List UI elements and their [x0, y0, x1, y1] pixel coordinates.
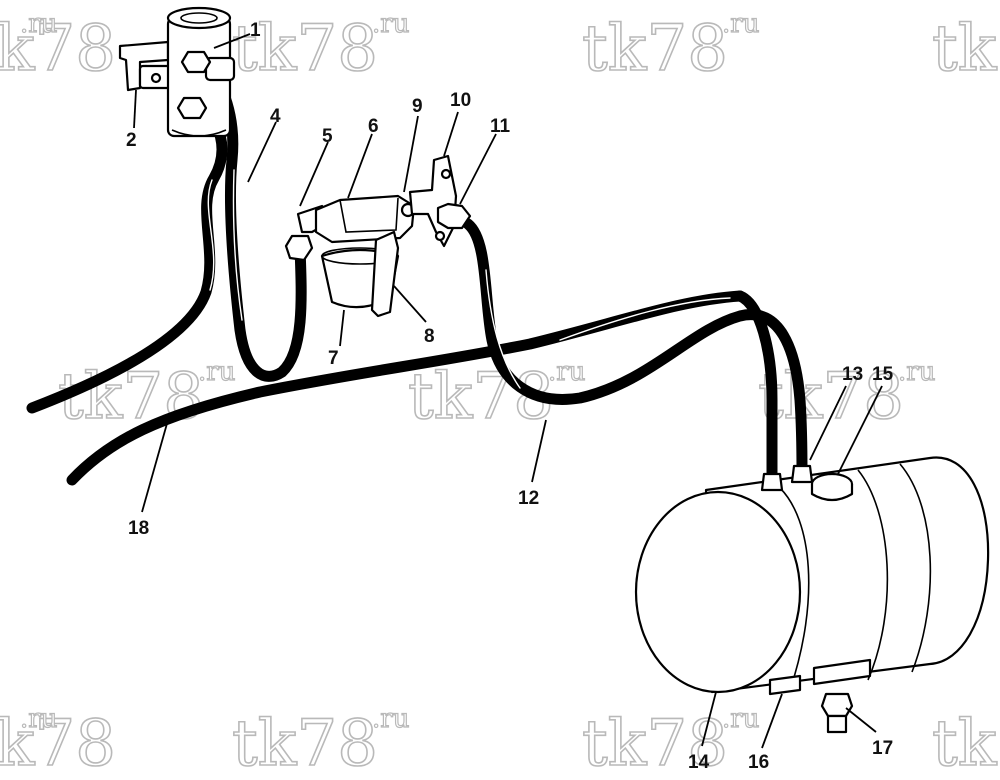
callout-18: 18	[128, 518, 149, 539]
filter-head	[314, 194, 416, 244]
leader-7	[339, 309, 345, 347]
hose-highlight	[207, 179, 215, 291]
watermark-suffix: .ru	[372, 9, 409, 39]
watermark-text: tk78	[0, 707, 116, 780]
fuel-line-pump-outlet	[26, 102, 228, 414]
pump-bottom-edge	[171, 129, 227, 137]
leader-4	[247, 121, 277, 183]
callout-labels: 1 2 4 5 6 7 8 9 10 11 12 13 15 14 16 17 …	[126, 20, 894, 773]
watermark-suffix: .ru	[20, 704, 57, 734]
callout-16: 16	[748, 752, 769, 773]
hose-highlight	[485, 269, 521, 389]
leader-18	[141, 419, 169, 513]
leader-15	[837, 385, 883, 475]
watermark-text: tk78	[582, 707, 728, 780]
watermark-text: tk78	[582, 12, 728, 86]
tank-fitting	[790, 464, 814, 484]
watermark-text: tk78	[932, 707, 1000, 780]
watermark-text: tk78	[232, 707, 378, 780]
fuel-line-12	[462, 218, 808, 478]
fuel-line-4	[198, 60, 307, 382]
hose-highlight	[559, 297, 731, 341]
watermark-text: tk78	[758, 360, 904, 434]
callout-14: 14	[688, 752, 710, 773]
pump-top-inner	[180, 12, 218, 24]
callout-7: 7	[328, 348, 339, 369]
callout-10: 10	[450, 90, 471, 111]
watermark-text: tk78	[932, 12, 1000, 86]
tank-fitting	[760, 472, 784, 492]
watermark-suffix: .ru	[20, 9, 57, 39]
tank-strap	[779, 487, 810, 691]
fuel-pump-assembly	[118, 6, 236, 138]
pump-inlet-fitting	[180, 50, 212, 74]
leader-lines	[133, 33, 883, 749]
tank-filler-cap-side	[810, 484, 854, 502]
callout-6: 6	[368, 116, 379, 137]
leader-1	[213, 33, 251, 49]
leader-5	[299, 141, 329, 207]
leader-10	[443, 111, 459, 157]
leader-9	[403, 115, 419, 193]
watermark-suffix: .ru	[898, 357, 935, 387]
filter-bracket	[408, 154, 458, 248]
leader-2	[133, 89, 137, 129]
callout-13: 13	[842, 364, 863, 385]
leader-16	[761, 693, 783, 749]
drain-plug-thread	[826, 714, 848, 734]
fuel-line-18	[66, 290, 746, 486]
watermark-suffix: .ru	[198, 357, 235, 387]
watermark-text: tk78	[0, 12, 116, 86]
callout-5: 5	[322, 126, 333, 147]
tank-bracket	[812, 658, 872, 686]
watermark-suffix: .ru	[548, 357, 585, 387]
pump-outlet-fitting	[176, 96, 208, 120]
mount-bolt	[150, 72, 162, 84]
callout-17: 17	[872, 738, 893, 759]
fuel-filter-assembly	[284, 154, 472, 318]
leader-14	[701, 691, 717, 747]
callout-8: 8	[424, 326, 435, 347]
callout-11: 11	[490, 116, 511, 137]
leader-8	[393, 285, 427, 323]
tank-drain-plug	[820, 692, 854, 718]
fuel-lines	[26, 60, 808, 486]
bracket-hole	[440, 168, 452, 180]
hose-highlight	[232, 169, 243, 321]
leader-11	[459, 133, 497, 205]
watermark-suffix: .ru	[722, 704, 759, 734]
callout-4: 4	[270, 106, 281, 127]
tank-seam	[899, 463, 932, 673]
callout-12: 12	[518, 488, 539, 509]
watermark-text: tk78	[58, 360, 204, 434]
fuel-tank-end-cap	[634, 490, 802, 694]
watermark-suffix: .ru	[722, 9, 759, 39]
filter-bail	[370, 230, 400, 318]
watermark-layer: tk78 .ru tk78 .ru tk78 .ru tk78 tk78 .ru…	[0, 8, 1000, 780]
fuel-line-tank-feed	[734, 290, 778, 484]
tank-mount-foot	[768, 674, 802, 696]
callout-15: 15	[872, 364, 894, 385]
leader-12	[531, 419, 547, 483]
leader-13	[809, 385, 847, 461]
callout-9: 9	[412, 96, 423, 117]
watermark-suffix: .ru	[372, 704, 409, 734]
tank-strap	[857, 469, 889, 681]
pump-top-cap	[166, 6, 232, 30]
fuel-tank-assembly	[634, 456, 990, 734]
leader-17	[845, 707, 877, 733]
callout-2: 2	[126, 130, 137, 151]
filter-outlet-fitting	[436, 202, 472, 230]
bracket-hole	[434, 230, 446, 242]
watermark-text: tk78	[232, 12, 378, 86]
callout-1: 1	[250, 20, 261, 41]
filter-inlet-elbow	[284, 234, 314, 262]
leader-6	[347, 133, 373, 199]
filter-head-detail	[339, 197, 399, 233]
